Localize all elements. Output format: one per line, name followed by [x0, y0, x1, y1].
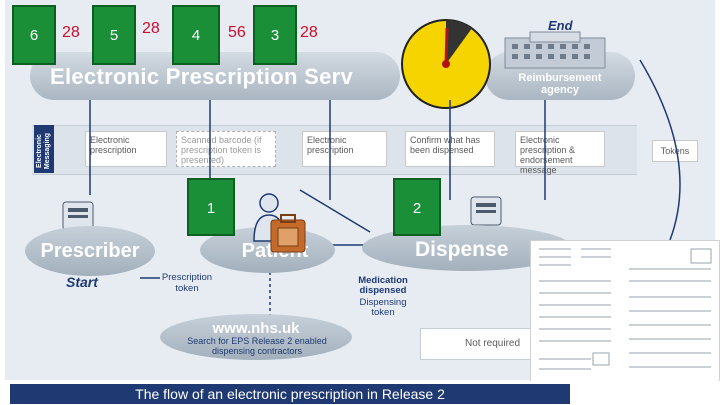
lane-card-endorsement: Electronic prescription & endorsement me…: [515, 131, 605, 175]
prescription-token-label: Prescription token: [161, 272, 213, 294]
form-lines-icon: [539, 248, 712, 370]
marker-3-box[interactable]: 3: [253, 5, 297, 65]
building-icon: [504, 31, 606, 69]
lane-card-electronic-prescription: Electronic prescription: [85, 131, 167, 167]
marker-5-value: 28: [142, 20, 160, 37]
prescriber-computer-icon: [62, 201, 94, 231]
prescription-form-image: [530, 240, 720, 384]
marker-4-box[interactable]: 4: [172, 5, 220, 65]
dispenser-label: Dispense: [415, 238, 509, 261]
footer-caption: The flow of an electronic prescription i…: [135, 386, 445, 402]
start-label: Start: [66, 274, 98, 290]
suitcase-icon: [270, 214, 306, 253]
prescriber-node: [25, 226, 155, 276]
marker-6-box[interactable]: 6: [12, 5, 56, 65]
dispensing-token-label: Dispensing token: [359, 297, 407, 318]
nhs-node: [160, 314, 352, 360]
medication-dispensed-label: Medication dispensed: [358, 275, 408, 296]
marker-1-box[interactable]: 1: [187, 178, 235, 236]
lane-card-scanned-barcode: Scanned barcode (if prescription token i…: [176, 131, 276, 167]
nhs-url: www.nhs.uk: [212, 320, 300, 337]
footer-bar: [10, 384, 570, 404]
reimbursement-label: Reimbursement agency: [518, 72, 602, 96]
prescriber-label: Prescriber: [40, 240, 140, 262]
marker-6-value: 28: [62, 24, 80, 41]
marker-3-value: 28: [300, 24, 318, 41]
marker-2-box[interactable]: 2: [393, 178, 441, 236]
not-required-label: Not required: [465, 338, 521, 349]
nhs-subtitle: Search for EPS Release 2 enabled dispens…: [187, 336, 327, 356]
marker-5-box[interactable]: 5: [92, 5, 136, 65]
flow-arrows: [89, 59, 681, 345]
marker-4-value: 56: [228, 24, 246, 41]
timer-icon: [401, 19, 491, 109]
end-label: End: [548, 18, 573, 33]
dispenser-computer-icon: [470, 196, 502, 226]
service-title: Electronic Prescription Serv: [50, 64, 354, 89]
messaging-lane-label: [34, 125, 54, 173]
